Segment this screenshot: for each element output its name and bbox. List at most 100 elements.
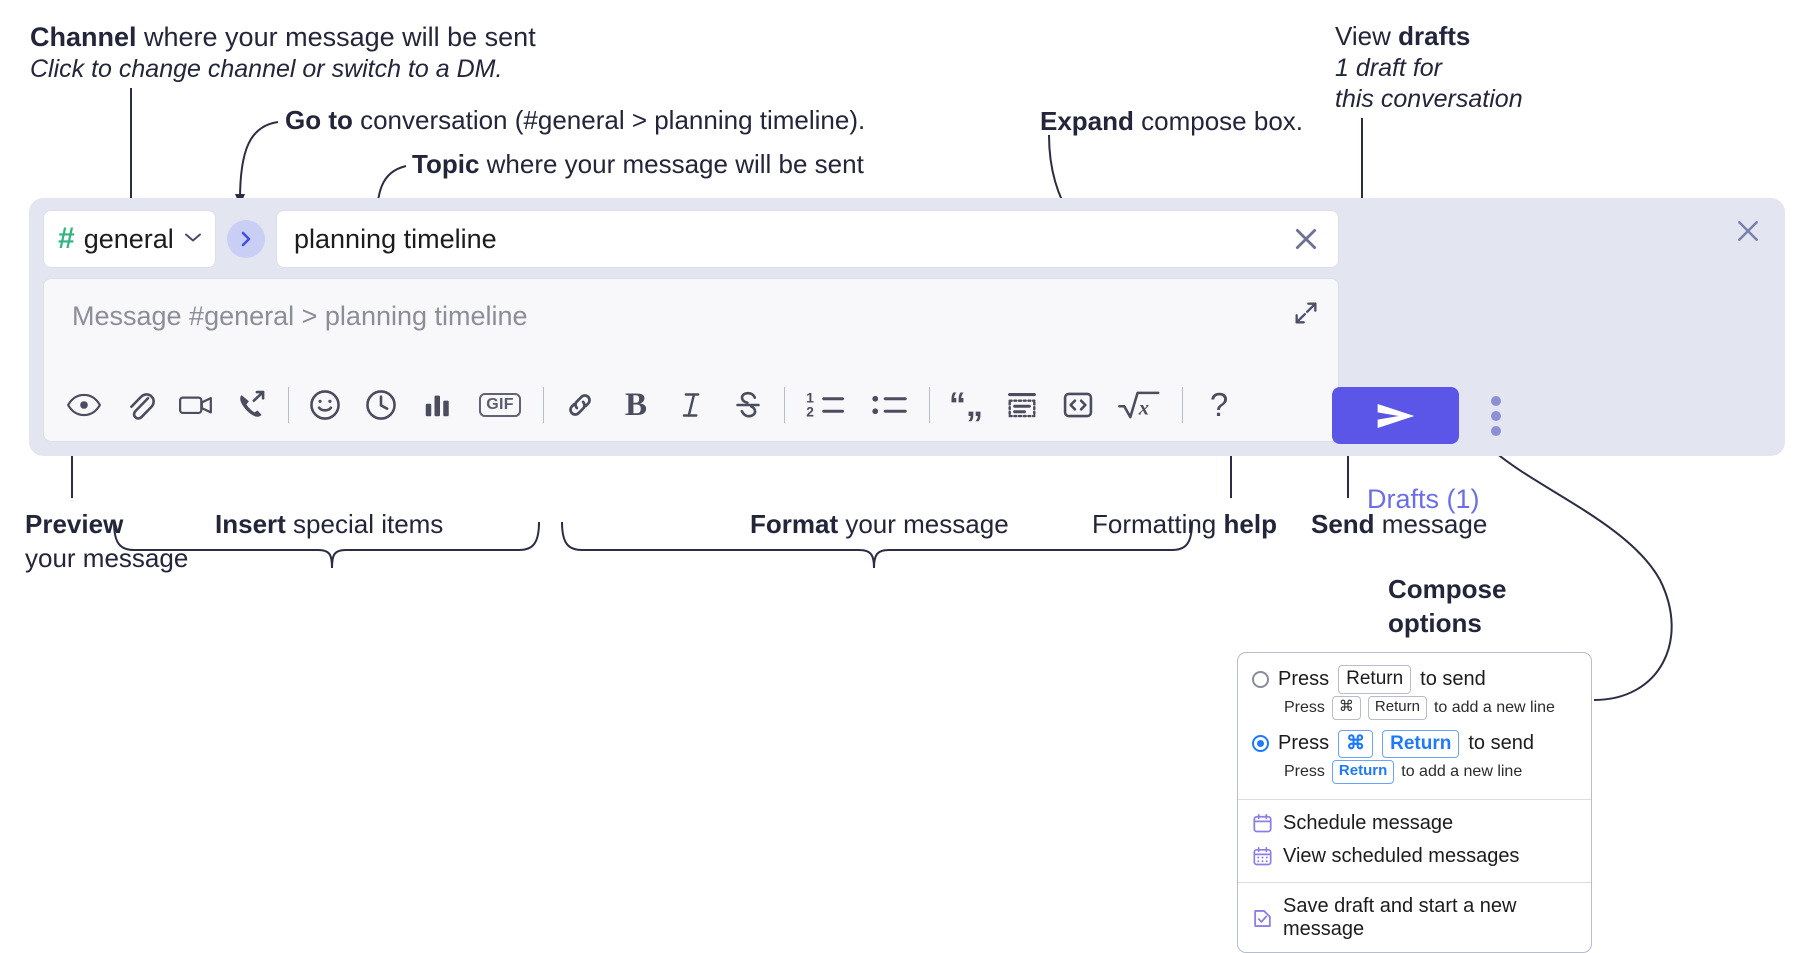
option2-key1: ⌘ — [1338, 729, 1374, 759]
clock-icon[interactable] — [359, 383, 403, 427]
message-input-box[interactable]: Message #general > planning timeline — [43, 278, 1339, 442]
poll-icon[interactable] — [415, 383, 459, 427]
menu-item-save-draft[interactable]: Save draft and start a new message — [1238, 890, 1591, 946]
italic-icon[interactable] — [670, 383, 714, 427]
option1-sub-pre: Press — [1284, 698, 1325, 716]
latex-icon[interactable]: x — [1112, 383, 1168, 427]
annotation-send: Send message — [1311, 508, 1487, 541]
blockquote-glyph: “„ — [949, 385, 983, 424]
formatting-toolbar: GIF B — [44, 369, 1338, 441]
option2-pre: Press — [1278, 732, 1330, 755]
clear-topic-icon[interactable] — [1290, 223, 1322, 255]
code-block-icon[interactable] — [1000, 383, 1044, 427]
annotation-expand-bold: Expand — [1040, 106, 1134, 136]
svg-text:1: 1 — [806, 391, 814, 406]
compose-options-button[interactable] — [1481, 396, 1511, 436]
menu-item-view-scheduled-messages[interactable]: View scheduled messages — [1238, 840, 1591, 873]
attachment-icon[interactable] — [118, 383, 162, 427]
phone-forward-icon[interactable] — [230, 383, 274, 427]
send-icon — [1377, 403, 1414, 428]
annotation-drafts-pre: View — [1335, 21, 1399, 51]
help-icon[interactable]: ? — [1197, 383, 1241, 427]
annotation-insert: Insert special items — [215, 508, 443, 541]
option2-post: to send — [1468, 732, 1534, 755]
annotation-topic: Topic where your message will be sent — [412, 148, 864, 181]
send-button[interactable] — [1332, 387, 1459, 444]
annotation-drafts-bold: drafts — [1398, 21, 1471, 51]
compose-header: # general planning timeline — [43, 210, 1339, 268]
option2-key2: Return — [1382, 729, 1460, 759]
emoji-icon[interactable] — [303, 383, 347, 427]
menu-divider — [1238, 882, 1591, 883]
calendar-icon — [1252, 813, 1273, 834]
menu-option-cmd-return-to-send[interactable]: Press ⌘ Return to send — [1238, 726, 1591, 761]
topic-input[interactable]: planning timeline — [276, 210, 1339, 268]
annotation-format-rest: your message — [838, 509, 1009, 539]
gif-icon[interactable]: GIF — [471, 383, 529, 427]
annotation-insert-rest: special items — [285, 509, 444, 539]
annotation-expand: Expand compose box. — [1040, 105, 1303, 138]
calendar-grid-icon — [1252, 846, 1273, 867]
drafts-link[interactable]: Drafts (1) — [1367, 484, 1480, 514]
kebab-dot — [1491, 426, 1501, 436]
compose-inner: # general planning timeline — [43, 210, 1339, 442]
annotation-drafts: View drafts 1 draft for this conversatio… — [1335, 20, 1523, 116]
annotation-drafts-sub1: 1 draft for — [1335, 53, 1442, 82]
kebab-dot — [1491, 411, 1501, 421]
annotation-compose-options: Compose options menu — [1388, 573, 1578, 674]
annotation-send-bold: Send — [1311, 509, 1375, 539]
strikethrough-icon[interactable] — [726, 383, 770, 427]
annotation-channel-rest: where your message will be sent — [136, 22, 536, 52]
hash-icon: # — [58, 222, 75, 255]
menu-item-schedule-message[interactable]: Schedule message — [1238, 807, 1591, 840]
toolbar-divider — [543, 387, 544, 423]
channel-selector-button[interactable]: # general — [43, 210, 216, 268]
annotation-compose-bold2: options — [1388, 607, 1482, 638]
blockquote-icon[interactable]: “„ — [944, 383, 988, 427]
bold-glyph: B — [624, 386, 647, 423]
help-glyph: ? — [1209, 386, 1229, 423]
annotation-help-bold: help — [1223, 509, 1277, 539]
option1-post: to send — [1420, 667, 1486, 690]
bold-icon[interactable]: B — [614, 383, 658, 427]
ordered-list-icon[interactable]: 1 2 — [799, 383, 851, 427]
expand-icon[interactable] — [1292, 299, 1320, 332]
video-icon[interactable] — [174, 383, 218, 427]
annotation-topic-rest: where your message will be sent — [479, 149, 864, 179]
radio-return-to-send[interactable] — [1252, 670, 1269, 688]
annotation-expand-rest: compose box. — [1133, 106, 1304, 136]
toolbar-divider — [929, 387, 930, 423]
preview-icon[interactable] — [62, 383, 106, 427]
annotation-channel-bold: Channel — [30, 22, 137, 52]
option1-sub-key2: Return — [1367, 695, 1427, 720]
menu-option-return-to-send[interactable]: Press Return to send — [1238, 661, 1591, 696]
close-icon[interactable] — [1733, 216, 1763, 251]
annotation-help: Formatting help — [1092, 508, 1277, 541]
go-to-conversation-button[interactable] — [227, 220, 265, 258]
annotation-topic-bold: Topic — [412, 149, 480, 179]
menu-option-return-sub: Press ⌘ Return to add a new line — [1238, 695, 1591, 726]
toolbar-divider — [288, 387, 289, 423]
annotation-goto-rest: conversation (#general > planning timeli… — [352, 105, 866, 135]
chevron-down-icon — [183, 229, 203, 249]
toolbar-divider — [784, 387, 785, 423]
code-icon[interactable] — [1056, 383, 1100, 427]
annotation-format-bold: Format — [750, 509, 839, 539]
save-draft-icon — [1252, 908, 1273, 929]
annotation-format: Format your message — [750, 508, 1009, 541]
annotation-preview-bold: Preview — [25, 509, 124, 539]
bulleted-list-icon[interactable] — [863, 383, 915, 427]
annotation-compose-bold1: Compose — [1388, 574, 1507, 604]
svg-text:x: x — [1138, 398, 1149, 420]
annotation-goto: Go to conversation (#general > planning … — [285, 104, 865, 137]
topic-value: planning timeline — [294, 223, 497, 254]
kebab-dot — [1491, 396, 1501, 406]
radio-cmd-return-to-send[interactable] — [1252, 735, 1269, 753]
annotation-insert-bold: Insert — [215, 509, 286, 539]
option1-sub-key1: ⌘ — [1331, 695, 1361, 720]
channel-name-label: general — [83, 223, 174, 254]
link-icon[interactable] — [558, 383, 602, 427]
menu-item-label: Save draft and start a new message — [1283, 895, 1517, 940]
gif-label: GIF — [479, 393, 521, 417]
